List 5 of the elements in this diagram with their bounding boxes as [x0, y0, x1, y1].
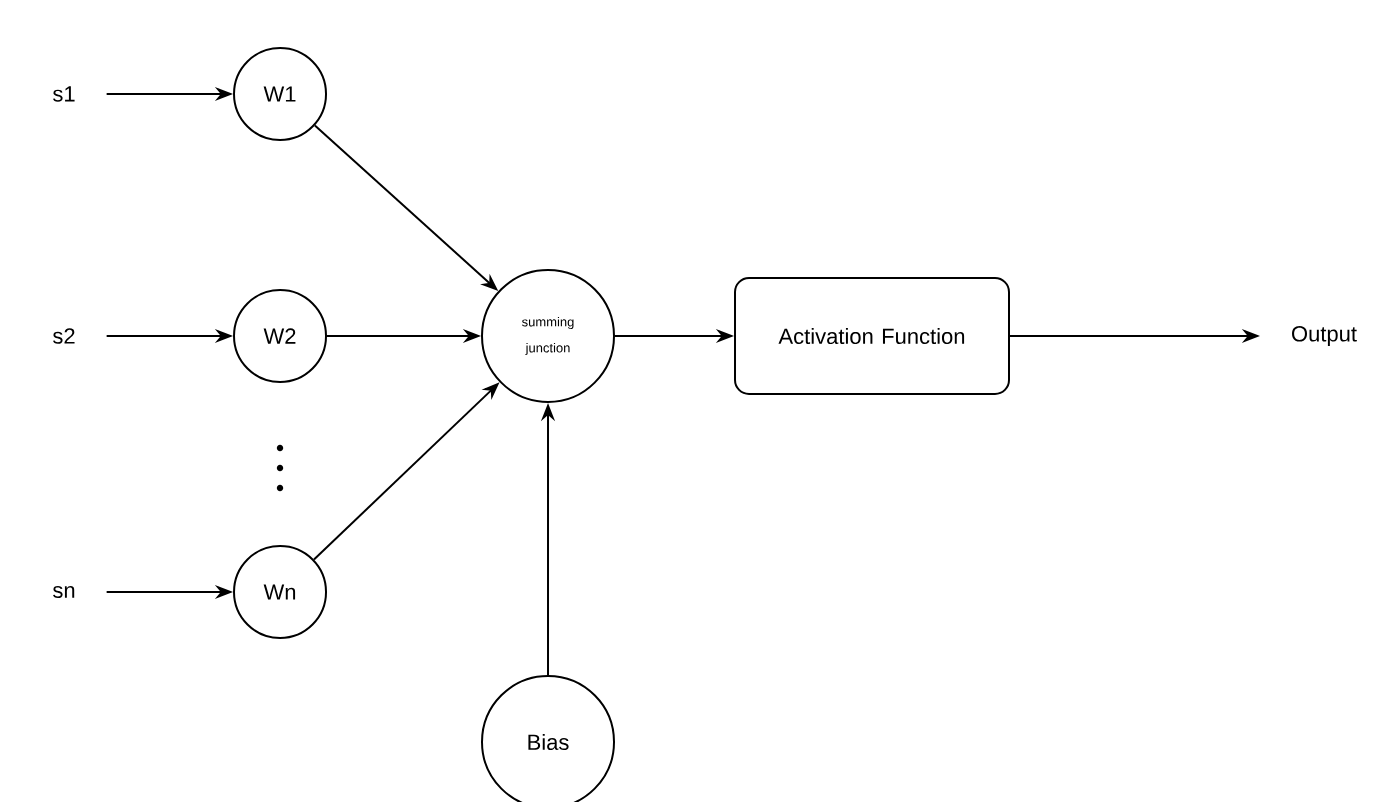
- activation-box: Activation Function: [734, 277, 1010, 395]
- input-label: s1: [53, 86, 75, 102]
- input-label: s2: [53, 328, 75, 344]
- input-label: sn: [53, 585, 75, 598]
- output-label: Output: [1292, 326, 1357, 346]
